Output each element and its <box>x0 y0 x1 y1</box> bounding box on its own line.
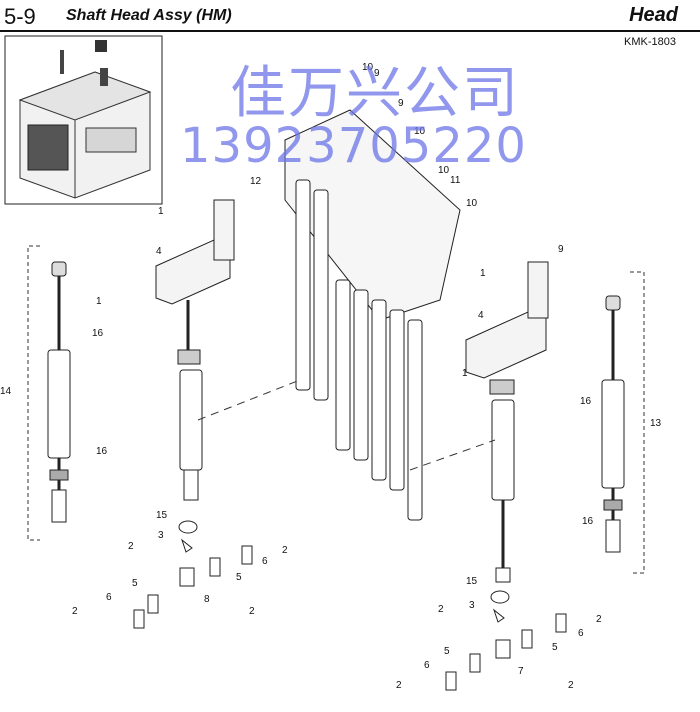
callout-4a: 4 <box>156 246 162 257</box>
alignment-lines <box>197 379 496 471</box>
section-number: 5-9 <box>4 4 36 29</box>
callout-2a: 2 <box>128 541 134 552</box>
lower-right-parts <box>445 590 567 691</box>
callout-6d: 6 <box>578 628 584 639</box>
callout-10a: 10 <box>362 62 374 73</box>
callout-2h: 2 <box>568 680 574 691</box>
callout-2d: 2 <box>249 606 255 617</box>
callout-15a: 15 <box>156 510 168 521</box>
callout-1c: 1 <box>480 268 486 279</box>
callout-1a: 1 <box>158 206 164 217</box>
callout-2c: 2 <box>72 606 78 617</box>
header-rule <box>0 30 700 32</box>
callout-1d: 1 <box>462 368 468 379</box>
callout-6c: 6 <box>424 660 430 671</box>
callout-10c: 10 <box>438 165 450 176</box>
multi-head-array <box>284 109 461 521</box>
callout-5b: 5 <box>236 572 242 583</box>
callout-5d: 5 <box>552 642 558 653</box>
callout-3b: 3 <box>469 600 475 611</box>
callout-12: 12 <box>250 176 262 187</box>
callout-16d: 16 <box>582 516 594 527</box>
callout-9b: 9 <box>398 98 404 109</box>
callout-9c: 9 <box>558 244 564 255</box>
callout-9a: 9 <box>374 68 380 79</box>
callout-16b: 16 <box>96 446 108 457</box>
right-shaft-assy <box>601 295 625 553</box>
callout-6a: 6 <box>106 592 112 603</box>
page-title: Shaft Head Assy (HM) <box>66 7 232 24</box>
callout-16a: 16 <box>92 328 104 339</box>
category-label: Head <box>629 4 678 26</box>
machine-overview-inset <box>4 35 163 205</box>
callout-11: 11 <box>450 175 461 186</box>
callout-2b: 2 <box>282 545 288 556</box>
callout-2f: 2 <box>596 614 602 625</box>
bracket-14 <box>27 245 40 541</box>
callout-14: 14 <box>0 386 12 397</box>
callout-3a: 3 <box>158 530 164 541</box>
callout-15b: 15 <box>466 576 478 587</box>
bracket-13 <box>630 271 645 574</box>
callout-5c: 5 <box>444 646 450 657</box>
callout-1b: 1 <box>96 296 102 307</box>
callout-10b: 10 <box>414 126 426 137</box>
center-left-shaft <box>155 199 235 501</box>
callout-10d: 10 <box>466 198 478 209</box>
callout-2g: 2 <box>396 680 402 691</box>
center-right-shaft <box>465 261 549 583</box>
drawing-code: KMK-1803 <box>624 36 676 48</box>
callout-5a: 5 <box>132 578 138 589</box>
callout-4b: 4 <box>478 310 484 321</box>
callout-6b: 6 <box>262 556 268 567</box>
callout-7: 7 <box>518 666 524 677</box>
callout-2e: 2 <box>438 604 444 615</box>
left-shaft-assy <box>47 261 71 523</box>
lower-left-parts <box>133 520 253 629</box>
callout-16c: 16 <box>580 396 592 407</box>
callout-13: 13 <box>650 418 662 429</box>
callout-8: 8 <box>204 594 210 605</box>
